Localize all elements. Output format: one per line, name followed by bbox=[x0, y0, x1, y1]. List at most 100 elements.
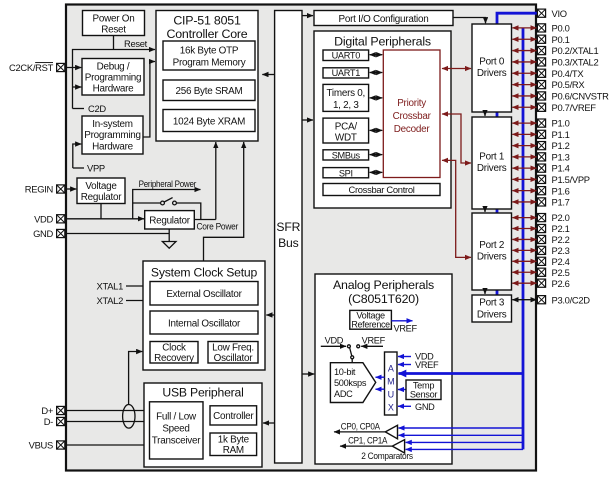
box-sfr-bus bbox=[273, 9, 303, 464]
clkrec-label-1: Clock bbox=[162, 343, 186, 354]
box-usb-controller bbox=[209, 405, 258, 426]
vref-in-label: VREF bbox=[415, 360, 439, 370]
cp1-triangle bbox=[390, 438, 406, 455]
reset-label: Reset bbox=[124, 38, 148, 49]
insys-label-3: Hardware bbox=[92, 141, 134, 152]
portio-to-port0-wire bbox=[453, 16, 489, 24]
pin-p24 bbox=[536, 256, 547, 267]
pin-p10-part bbox=[537, 118, 546, 128]
power-wiring bbox=[64, 141, 219, 250]
timers-label-1: Timers 0, bbox=[327, 88, 366, 99]
pin-vdd-part bbox=[56, 214, 66, 224]
pin-vio bbox=[536, 8, 547, 18]
clkrec-label-2: Recovery bbox=[154, 353, 194, 364]
adc-label-3: ADC bbox=[334, 389, 353, 399]
pin-label-c2ckrst: C2CK/RST bbox=[9, 62, 54, 73]
pin-p20 bbox=[536, 212, 547, 223]
pin-label-p17: P1.7 bbox=[552, 197, 570, 208]
pin-label-p04tx: P0.4/TX bbox=[552, 68, 585, 79]
pin-p25 bbox=[536, 267, 547, 277]
xcvr-label-1: Full / Low bbox=[156, 412, 197, 423]
box-regulator bbox=[143, 209, 195, 230]
pin-label-p13: P1.3 bbox=[552, 151, 570, 162]
pin-p21-part bbox=[537, 224, 546, 233]
port2-label-1: Port 2 bbox=[479, 240, 504, 251]
pin-label-p12: P1.2 bbox=[552, 140, 570, 151]
crossbar-port-wires-part bbox=[441, 157, 472, 261]
cp0-label: CP0, CP0A bbox=[341, 421, 381, 431]
right-pins: VIOP0.0P0.1P0.2/XTAL1P0.3/XTAL2P0.4/TXP0… bbox=[511, 8, 609, 305]
otp-label-1: 16k Byte OTP bbox=[180, 46, 239, 57]
pin-label-p05rx: P0.5/RX bbox=[552, 79, 586, 90]
pin-label-p07vref: P0.7/VREF bbox=[552, 102, 597, 113]
comparators bbox=[333, 424, 523, 455]
pin-label-d+: D+ bbox=[41, 405, 53, 416]
core-power-label: Core Power bbox=[197, 222, 239, 232]
vdd-switch-label: VDD bbox=[325, 335, 344, 345]
adc-label-2: 500ksps bbox=[334, 378, 367, 388]
box-temp-sensor bbox=[405, 379, 442, 401]
usb-pair-ellipse bbox=[121, 403, 136, 429]
box-sram bbox=[162, 79, 256, 102]
power-wiring-part bbox=[160, 240, 178, 250]
vpp-label: VPP bbox=[87, 163, 105, 174]
temp-label-1: Temp bbox=[413, 380, 434, 390]
xram-label: 1024 Byte XRAM bbox=[173, 116, 245, 127]
usb-wiring bbox=[64, 403, 144, 446]
box-spi bbox=[322, 166, 370, 179]
lfo-label-1: Low Freq. bbox=[212, 343, 254, 354]
pin-p13-part bbox=[537, 152, 546, 162]
uart0-label: UART0 bbox=[332, 50, 361, 60]
box-priority-crossbar-decoder bbox=[382, 49, 441, 179]
cip51-title-1: CIP-51 8051 bbox=[173, 14, 241, 28]
por-label-1: Power On bbox=[93, 14, 135, 25]
pin-label-regin: REGIN bbox=[25, 184, 53, 195]
pin-regin-part bbox=[56, 184, 66, 194]
xtal1-label: XTAL1 bbox=[97, 281, 124, 292]
box-timers bbox=[322, 83, 370, 113]
smbus-label: SMBus bbox=[332, 151, 361, 161]
adc-ref-switch-part bbox=[346, 344, 352, 349]
pin-p04tx bbox=[536, 68, 547, 78]
pin-d--part bbox=[56, 417, 66, 426]
pin-c2ckrst bbox=[55, 62, 66, 73]
box-xram bbox=[162, 108, 256, 133]
sfr-label-1: SFR bbox=[276, 220, 300, 234]
port2-label-2: Drivers bbox=[477, 252, 507, 263]
amux-letter-a: A bbox=[388, 363, 394, 373]
pin-p10 bbox=[536, 118, 547, 128]
amux-letter-u: U bbox=[388, 389, 394, 399]
portio-label: Port I/O Configuration bbox=[338, 14, 428, 25]
pin-p03xtal2 bbox=[536, 57, 547, 67]
pin-label-p26: P2.6 bbox=[552, 278, 570, 289]
port1-label-2: Drivers bbox=[477, 163, 507, 174]
usbram-label-2: RAM bbox=[223, 445, 244, 456]
box-voltage-reference bbox=[349, 309, 393, 330]
box-usb-ram bbox=[209, 432, 258, 457]
debug-label-2: Programming bbox=[85, 72, 142, 83]
pin-p26 bbox=[536, 278, 547, 288]
crossbar-control-label: Crossbar Control bbox=[348, 184, 414, 195]
box-uart0 bbox=[322, 49, 370, 62]
pin-p00-part bbox=[537, 23, 546, 33]
pin-p02xtal1-part bbox=[537, 46, 546, 56]
analog-title-1: Analog Peripherals bbox=[333, 278, 434, 292]
pin-label-p02xtal1: P0.2/XTAL1 bbox=[552, 45, 599, 56]
pin-p14 bbox=[536, 163, 547, 173]
pin-vio-part bbox=[537, 8, 546, 18]
pin-label-p14: P1.4 bbox=[552, 163, 570, 174]
reset-wiring-part bbox=[143, 58, 156, 138]
sfr-label-2: Bus bbox=[278, 236, 299, 250]
volref-label-2: Reference bbox=[351, 319, 390, 329]
pin-p04tx-part bbox=[537, 68, 546, 78]
digital-title: Digital Peripherals bbox=[334, 35, 431, 49]
crossbar-label-1: Priority bbox=[397, 98, 426, 109]
pin-p12 bbox=[536, 140, 547, 151]
pin-p00 bbox=[536, 23, 547, 33]
analog-title-2: (C8051T620) bbox=[348, 292, 419, 306]
pin-p15vpp bbox=[536, 174, 547, 185]
pin-gnd-part bbox=[56, 229, 66, 238]
pin-label-p21: P2.1 bbox=[552, 223, 570, 234]
